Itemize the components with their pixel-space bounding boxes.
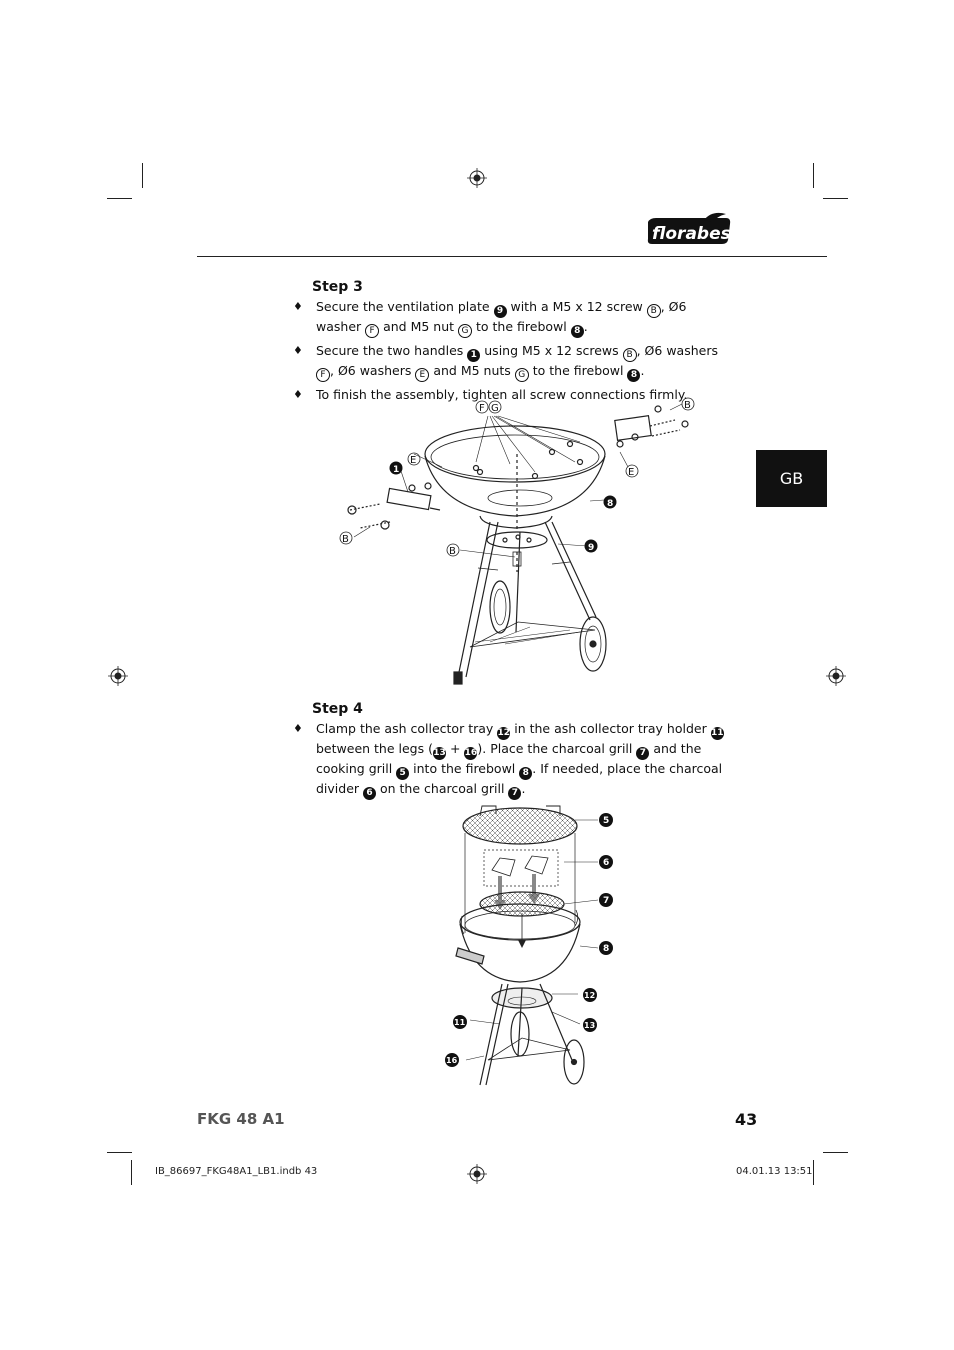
part-letter-badge: F [316, 368, 330, 382]
crop-mark [813, 1160, 814, 1185]
language-tab-label: GB [779, 469, 804, 488]
list-item: ♦ To finish the assembly, tighten all sc… [293, 387, 688, 402]
registration-mark-icon [467, 1164, 487, 1184]
diagram-label: 7 [603, 896, 609, 906]
part-letter-badge: E [415, 368, 430, 382]
florabest-logo: florabest [647, 212, 732, 244]
header-rule [197, 256, 827, 257]
crop-mark [107, 198, 132, 199]
list-item: ♦ Clamp the ash collector tray 12 in the… [293, 721, 724, 800]
step3-assembly-diagram: F G B E 1 E 8 B B 9 [339, 397, 695, 685]
diagram-label: B [684, 400, 691, 411]
list-item: ♦ Secure the ventilation plate 9 with a … [293, 299, 687, 338]
part-number-badge: 6 [363, 787, 377, 800]
registration-mark-icon [108, 666, 128, 686]
part-number-badge: 11 [710, 727, 724, 740]
part-number-badge: 7 [636, 747, 650, 760]
diagram-label: 5 [603, 816, 609, 826]
part-number-badge: 12 [497, 727, 511, 740]
diagram-label: 8 [607, 499, 613, 509]
crop-mark [107, 1152, 132, 1153]
diagram-label: 13 [584, 1021, 595, 1030]
diagram-label: F [479, 403, 485, 414]
step3-list: ♦ Secure the ventilation plate 9 with a … [293, 298, 733, 408]
print-slug-date: 04.01.13 13:51 [736, 1166, 813, 1177]
registration-mark-icon [467, 168, 487, 188]
part-number-badge: 13 [432, 747, 446, 760]
diagram-label: E [628, 467, 634, 478]
part-letter-badge: G [458, 324, 473, 338]
diamond-bullet-icon: ♦ [293, 722, 303, 735]
part-number-badge: 5 [396, 767, 410, 780]
diagram-label: 6 [603, 858, 609, 868]
diagram-label: 9 [588, 543, 594, 553]
step4-list: ♦ Clamp the ash collector tray 12 in the… [293, 720, 733, 804]
diamond-bullet-icon: ♦ [293, 300, 303, 313]
diagram-label: 16 [446, 1056, 458, 1065]
diamond-bullet-icon: ♦ [293, 344, 303, 357]
crop-mark [823, 1152, 848, 1153]
crop-mark [142, 163, 143, 188]
part-number-badge: 9 [493, 305, 507, 318]
part-number-badge: 1 [467, 349, 481, 362]
diagram-label: 11 [454, 1018, 466, 1027]
step4-assembly-diagram: 5 6 7 8 12 11 13 16 [445, 805, 613, 1086]
part-letter-badge: F [365, 324, 380, 338]
crop-mark [131, 1160, 132, 1185]
part-letter-badge: B [622, 348, 637, 362]
part-number-badge: 8 [519, 767, 533, 780]
print-slug-file: IB_86697_FKG48A1_LB1.indb 43 [155, 1166, 318, 1177]
part-number-badge: 8 [570, 325, 584, 338]
step3-heading: Step 3 [312, 279, 363, 295]
part-letter-badge: G [514, 368, 529, 382]
crop-mark [823, 198, 848, 199]
page-number: 43 [735, 1110, 758, 1129]
diamond-bullet-icon: ♦ [293, 388, 303, 401]
list-item: ♦ Secure the two handles 1 using M5 x 12… [293, 343, 718, 382]
part-number-badge: 7 [508, 787, 522, 800]
diagram-label: 1 [393, 465, 399, 475]
diagram-label: G [491, 403, 499, 414]
language-tab: GB [756, 450, 827, 507]
logo-text: florabest [652, 224, 732, 244]
diagram-label: 12 [584, 991, 595, 1000]
model-number: FKG 48 A1 [197, 1110, 285, 1128]
diagram-label: B [449, 546, 456, 557]
registration-mark-icon [826, 666, 846, 686]
diagram-label: 8 [603, 944, 609, 954]
step4-heading: Step 4 [312, 701, 363, 717]
part-letter-badge: B [646, 304, 661, 318]
part-number-badge: 8 [627, 369, 641, 382]
crop-mark [813, 163, 814, 188]
diagram-label: B [342, 534, 349, 545]
part-number-badge: 16 [464, 747, 478, 760]
diagram-label: E [410, 455, 416, 466]
